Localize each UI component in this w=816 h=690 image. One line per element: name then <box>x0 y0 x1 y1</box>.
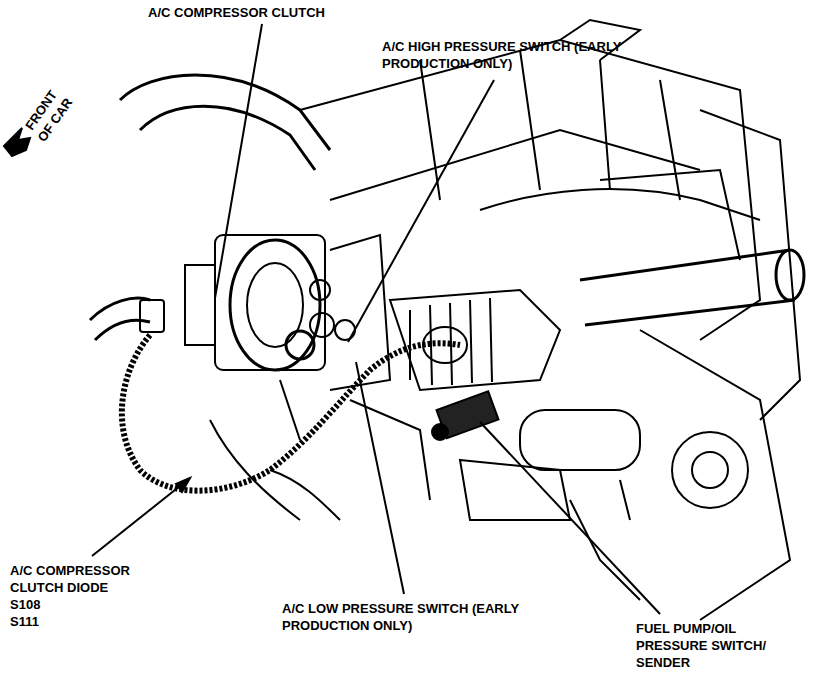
part-label: A/C HIGH PRESSURE SWITCH (EARLY PRODUCTI… <box>382 38 632 72</box>
leader-line <box>348 80 494 342</box>
part-label: A/C LOW PRESSURE SWITCH (EARLY PRODUCTIO… <box>282 600 542 634</box>
leader-line <box>215 24 262 298</box>
splice-number: S108 <box>10 596 90 613</box>
part-label: A/C COMPRESSOR CLUTCH <box>148 4 378 21</box>
splice-number: S111 <box>10 613 90 630</box>
part-label: A/C COMPRESSOR CLUTCH DIODE <box>10 562 160 596</box>
leader-line <box>356 362 404 594</box>
part-label: FUEL PUMP/OIL PRESSURE SWITCH/ SENDER <box>636 620 796 671</box>
leader-line <box>480 422 660 614</box>
leader-line <box>92 482 185 556</box>
